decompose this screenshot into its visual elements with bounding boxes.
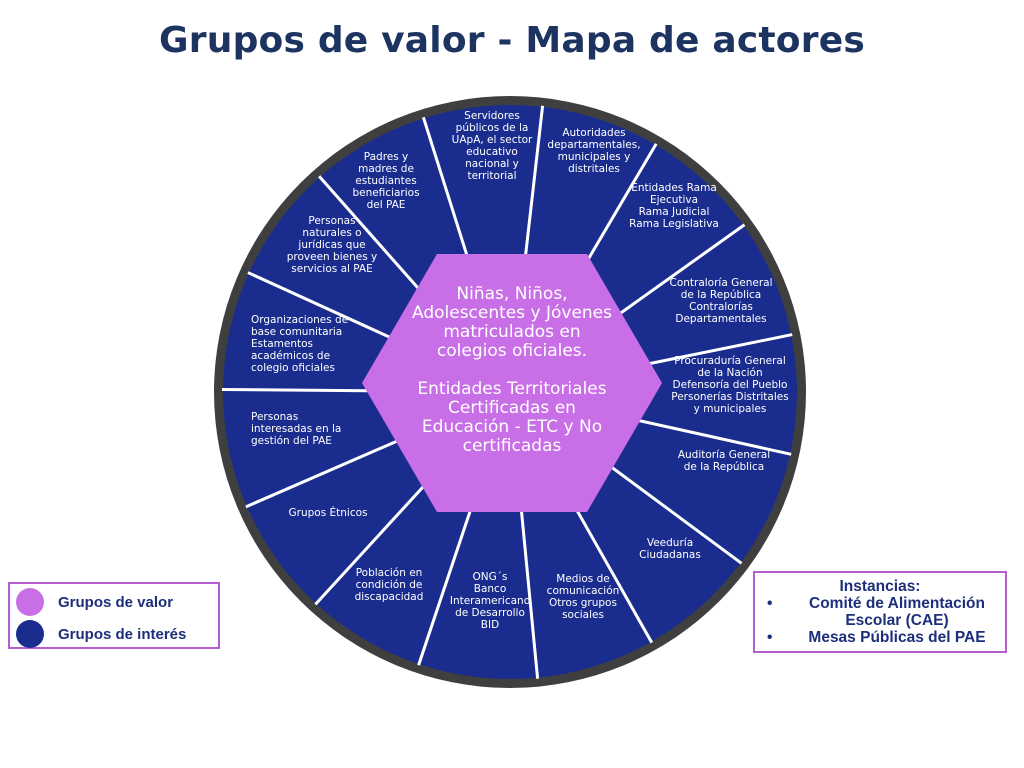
segment-label-medios: Medios de comunicación Otros grupos soci… <box>546 573 620 621</box>
segment-divider <box>245 430 419 509</box>
instancias-box: Instancias: Comité de Alimentación Escol… <box>753 571 1007 653</box>
segment-label-auditoria: Auditoría General de la República <box>677 449 771 473</box>
instancias-item: Comité de Alimentación Escolar (CAE) <box>767 595 1005 629</box>
segment-divider <box>518 491 540 679</box>
segment-label-organizaciones: Organizaciones de base comunitaria Estam… <box>251 314 349 374</box>
segment-label-autoridades: Autoridades departamentales, municipales… <box>547 127 641 175</box>
segment-label-ramas: Entidades Rama Ejecutiva Rama Judicial R… <box>629 182 719 230</box>
segment-label-contraloria: Contraloría General de la República Cont… <box>669 277 773 325</box>
legend-swatch-valor <box>16 588 44 616</box>
segment-label-procuraduria: Procuraduría General de la Nación Defens… <box>671 355 789 415</box>
segment-label-personas-interesadas: Personas interesadas en la gestión del P… <box>251 411 342 447</box>
hub-hexagon <box>362 254 662 512</box>
legend-swatch-interes <box>16 620 44 648</box>
legend-label-valor: Grupos de valor <box>58 593 174 611</box>
segment-label-padres: Padres y madres de estudiantes beneficia… <box>352 151 420 211</box>
legend: Grupos de valor Grupos de interés <box>8 582 220 649</box>
segment-label-proveedores: Personas naturales o jurídicas que prove… <box>286 215 378 275</box>
segment-label-veeduria: Veeduría Ciudadanas <box>639 537 701 561</box>
hub-text-estudiantes: Niñas, Niños, Adolescentes y Jóvenes mat… <box>411 284 612 361</box>
instancias-list: Comité de Alimentación Escolar (CAE) Mes… <box>755 595 1005 646</box>
instancias-title: Instancias: <box>839 578 921 595</box>
segment-label-etnicos: Grupos Étnicos <box>288 507 368 519</box>
segment-divider <box>589 450 743 565</box>
segment-label-ong: ONG´s Banco Interamericano de Desarrollo… <box>449 571 531 631</box>
instancias-item: Mesas Públicas del PAE <box>767 629 1005 646</box>
hub-text: Niñas, Niños, Adolescentes y Jóvenes mat… <box>395 285 629 456</box>
legend-item-grupos-de-valor: Grupos de valor <box>16 588 173 616</box>
segment-label-discapacidad: Población en condición de discapacidad <box>354 567 424 603</box>
legend-item-grupos-de-interes: Grupos de interés <box>16 620 186 648</box>
legend-label-interes: Grupos de interés <box>58 625 187 643</box>
page-title: Grupos de valor - Mapa de actores <box>159 20 865 61</box>
hub-text-entidades: Entidades Territoriales Certificadas en … <box>417 379 607 456</box>
segment-divider <box>314 464 444 606</box>
segment-divider <box>417 486 480 666</box>
segment-label-servidores: Servidores públicos de la UApA, el secto… <box>451 110 533 182</box>
